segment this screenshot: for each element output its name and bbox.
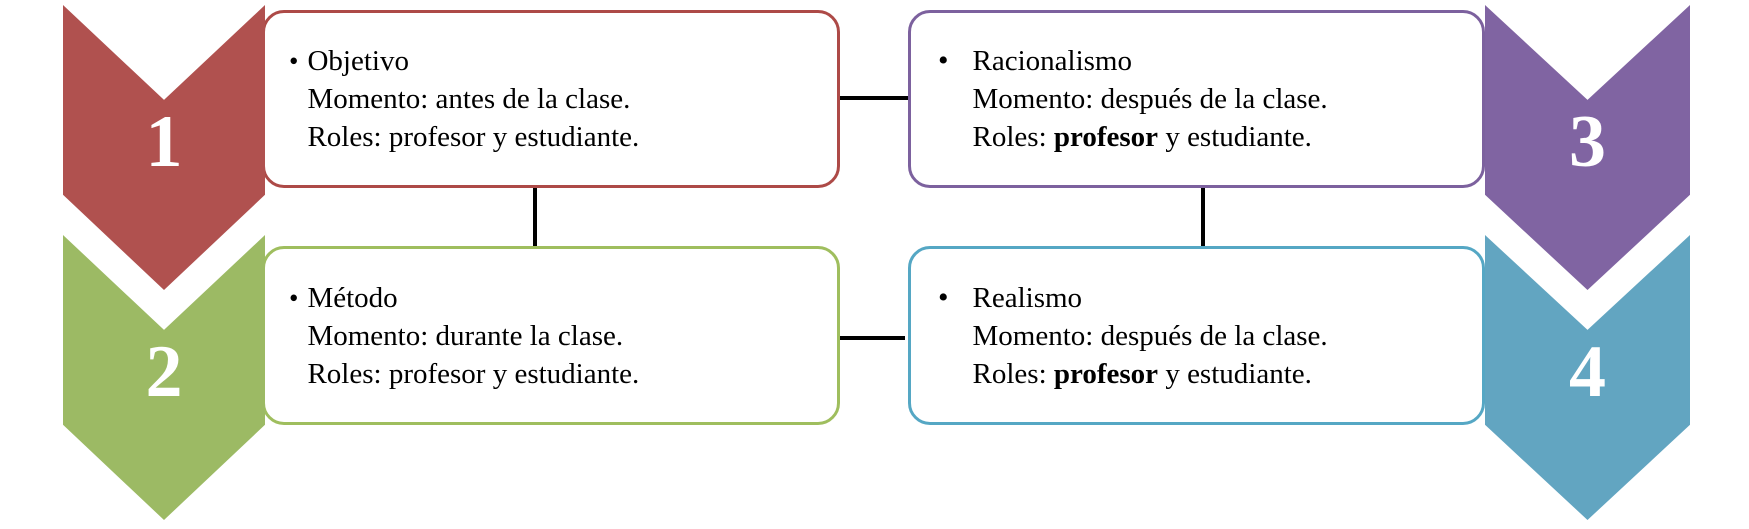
card-content: • Realismo Momento: después de la clase.… [938,279,1328,393]
card-text: Racionalismo Momento: después de la clas… [973,42,1328,156]
card-content: • Método Momento: durante la clase. Role… [289,279,639,393]
step-card-objetivo: • Objetivo Momento: antes de la clase. R… [262,10,840,188]
bullet-icon: • [938,280,949,314]
step-card-metodo: • Método Momento: durante la clase. Role… [262,246,840,425]
chevron-down-arrow-1: 1 [63,5,265,290]
roles-actor: profesor [388,357,486,390]
connector-card2-card4 [838,336,905,340]
bullet-icon: • [289,46,299,76]
roles-suffix: y estudiante. [1158,357,1312,390]
bullet-icon: • [289,282,299,313]
card-title: Racionalismo [972,45,1132,77]
card-text: Realismo Momento: después de la clase. R… [973,279,1328,393]
connector-card1-card2 [533,186,537,248]
card-momento: Momento: después de la clase. [972,83,1328,115]
roles-actor: profesor [388,121,486,153]
connector-card1-card3 [838,96,910,100]
step-number-4: 4 [1569,330,1606,413]
step-number-2: 2 [145,330,183,413]
card-text: Objetivo Momento: antes de la clase. Rol… [307,42,639,156]
roles-suffix: y estudiante. [485,357,640,390]
step-card-racionalismo: • Racionalismo Momento: después de la cl… [908,10,1485,188]
roles-prefix: Roles: [307,121,389,153]
card-content: • Racionalismo Momento: después de la cl… [938,42,1328,156]
roles-actor: profesor [1053,121,1159,153]
step-number-3: 3 [1569,100,1606,183]
card-roles: Roles: profesor y estudiante. [307,118,639,156]
roles-suffix: y estudiante. [1158,121,1312,153]
roles-prefix: Roles: [307,357,389,390]
step-number-1: 1 [145,100,183,183]
chevron-down-arrow-3: 3 [1485,5,1690,290]
connector-card3-card4 [1201,186,1205,248]
bullet-icon: • [938,44,949,77]
step-card-realismo: • Realismo Momento: después de la clase.… [908,246,1485,425]
card-roles: Roles: profesor y estudiante. [973,355,1328,393]
roles-suffix: y estudiante. [485,121,640,153]
card-roles: Roles: profesor y estudiante. [307,355,639,393]
card-title: Objetivo [307,45,409,77]
card-momento: Momento: durante la clase. [307,319,624,352]
card-content: • Objetivo Momento: antes de la clase. R… [289,42,639,156]
card-text: Método Momento: durante la clase. Roles:… [307,279,639,393]
card-roles: Roles: profesor y estudiante. [973,118,1328,156]
card-title: Método [307,281,398,314]
roles-prefix: Roles: [972,357,1054,390]
card-momento: Momento: antes de la clase. [307,83,631,115]
card-momento: Momento: después de la clase. [972,319,1328,352]
card-title: Realismo [972,281,1083,314]
roles-actor: profesor [1053,357,1159,390]
roles-prefix: Roles: [972,121,1054,153]
